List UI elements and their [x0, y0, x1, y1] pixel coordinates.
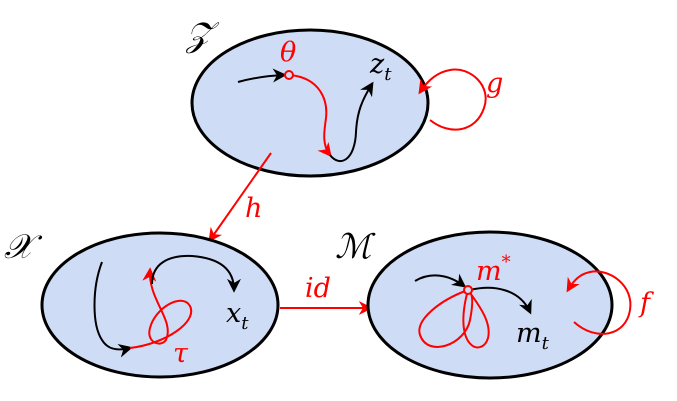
- g-label: g: [486, 68, 503, 99]
- x-space-label: 𝒳: [4, 227, 43, 267]
- h-label: h: [245, 193, 262, 224]
- theta-label: θ: [280, 37, 296, 68]
- m-t-sub: t: [542, 333, 550, 354]
- m-incoming-trajectory: [414, 273, 467, 288]
- x-black-arc-trajectory: [151, 254, 241, 293]
- z-t-sub: t: [384, 64, 392, 85]
- tau-curve: [129, 267, 193, 349]
- z-space-label: 𝒵: [185, 15, 220, 55]
- z-incoming-trajectory: [237, 68, 287, 83]
- x-t-label: xt: [226, 298, 249, 334]
- theta-point: [284, 70, 294, 80]
- x-t-sub: t: [241, 313, 249, 334]
- x-t-var: x: [226, 298, 241, 329]
- z-t-label: zt: [369, 49, 392, 85]
- g-loop-arrow: [418, 68, 487, 131]
- tau-label: τ: [173, 338, 189, 369]
- m-outgoing-trajectory: [469, 286, 532, 315]
- h-map-arrow: [208, 152, 272, 243]
- m-t-label: mt: [516, 318, 550, 354]
- x-black-hook-trajectory: [93, 261, 133, 358]
- z-space-ellipse: [190, 28, 430, 178]
- m-t-var: m: [516, 318, 542, 349]
- m-star-label: m*: [476, 252, 511, 287]
- z-t-var: z: [369, 49, 385, 80]
- z-red-trajectory: [289, 74, 332, 158]
- f-loop-arrow: [566, 270, 632, 335]
- m-space-label: ℳ: [335, 227, 376, 267]
- f-label: f: [638, 288, 654, 319]
- x-space-ellipse: [40, 231, 280, 379]
- z-black-trajectory: [329, 81, 374, 162]
- m-red-loop: [418, 289, 490, 349]
- m-star-point: [463, 285, 473, 295]
- m-space-ellipse: [366, 230, 614, 380]
- id-label: id: [305, 273, 331, 304]
- m-star-sup: *: [502, 252, 511, 273]
- m-star-var: m: [476, 256, 502, 287]
